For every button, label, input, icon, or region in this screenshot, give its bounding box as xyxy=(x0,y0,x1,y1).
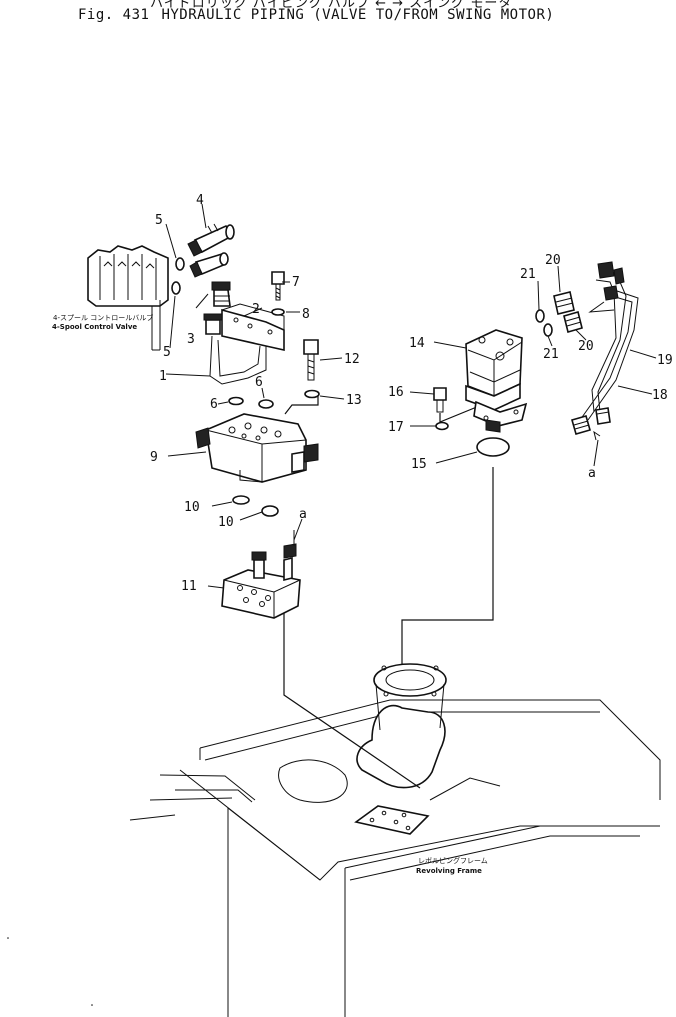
part-5-o-ring-lower xyxy=(171,281,181,295)
part-15-o-ring xyxy=(476,437,510,457)
callout-9: 9 xyxy=(150,450,158,465)
part-13-washer xyxy=(304,389,320,399)
part-6-o-ring-left xyxy=(228,396,244,406)
figure-title: Fig. 431 HYDRAULIC PIPING (VALVE TO/FROM … xyxy=(78,7,554,23)
part-10-o-ring-left xyxy=(232,495,250,505)
part-12-bolt xyxy=(303,339,319,381)
callout-20-lower: 20 xyxy=(578,339,594,354)
callout-5-lower: 5 xyxy=(163,345,171,360)
part-10-o-ring-right xyxy=(261,505,279,517)
captions: 4-スプール コントロールバルブ 4-Spool Control Valve レ… xyxy=(52,313,488,875)
callout-11: 11 xyxy=(181,579,197,594)
callout-6-left: 6 xyxy=(210,397,218,412)
part-8-washer xyxy=(271,308,285,316)
caption-frame-jp: レボルビングフレーム xyxy=(418,856,488,865)
leader-lines xyxy=(165,203,657,589)
part-5-o-ring-upper xyxy=(175,257,185,271)
callout-18: 18 xyxy=(652,388,668,403)
part-21-o-ring-upper xyxy=(535,309,545,323)
callout-15: 15 xyxy=(411,457,427,472)
part-9-valve xyxy=(195,413,319,483)
revolving-frame xyxy=(7,663,661,1017)
callout-a-left: a xyxy=(299,507,307,522)
callout-21-upper: 21 xyxy=(520,267,536,282)
part-7-bolt xyxy=(271,271,285,301)
callout-1: 1 xyxy=(159,369,167,384)
part-17-washer xyxy=(435,421,449,431)
callout-14: 14 xyxy=(409,336,425,351)
hoses-18-19 xyxy=(571,261,639,435)
spool-control-valve xyxy=(87,245,169,351)
callout-16: 16 xyxy=(388,385,404,400)
callout-6-right: 6 xyxy=(255,375,263,390)
part-2-block-and-part-1-pipe xyxy=(203,303,285,385)
callout-17: 17 xyxy=(388,420,404,435)
part-20-fittings xyxy=(553,291,583,333)
callout-21-lower: 21 xyxy=(543,347,559,362)
figure-number: Fig. 431 xyxy=(78,7,150,23)
callout-a-right: a xyxy=(588,466,596,481)
part-4-elbow-fittings xyxy=(187,223,235,278)
callout-numbers: 4 5 5 3 2 7 8 1 6 6 12 13 9 10 10 a 11 1… xyxy=(150,193,673,594)
callout-4: 4 xyxy=(196,193,204,208)
caption-valve-en: 4-Spool Control Valve xyxy=(52,323,137,331)
callout-10-lower: 10 xyxy=(218,515,234,530)
title-japanese: ハイドロリック パイピング バルブ ← → スイング モータ xyxy=(150,0,513,11)
callout-2: 2 xyxy=(252,302,260,317)
part-6-o-ring-right xyxy=(258,399,274,409)
caption-frame-en: Revolving Frame xyxy=(416,867,482,875)
callout-5-upper: 5 xyxy=(155,213,163,228)
part-11-plate xyxy=(221,530,301,619)
callout-12: 12 xyxy=(344,352,360,367)
figure-title-text: HYDRAULIC PIPING (VALVE TO/FROM SWING MO… xyxy=(161,7,555,23)
part-3-fitting xyxy=(211,281,231,307)
part-16-bolt xyxy=(433,387,447,413)
part-21-o-ring-lower xyxy=(543,323,553,337)
callout-3: 3 xyxy=(187,332,195,347)
callout-8: 8 xyxy=(302,307,310,322)
part-14-swing-motor xyxy=(465,329,528,433)
callout-20-upper: 20 xyxy=(545,253,561,268)
callout-10-upper: 10 xyxy=(184,500,200,515)
caption-valve-jp: 4-スプール コントロールバルブ xyxy=(53,313,153,322)
callout-7: 7 xyxy=(292,275,300,290)
callout-13: 13 xyxy=(346,393,362,408)
callout-19: 19 xyxy=(657,353,673,368)
